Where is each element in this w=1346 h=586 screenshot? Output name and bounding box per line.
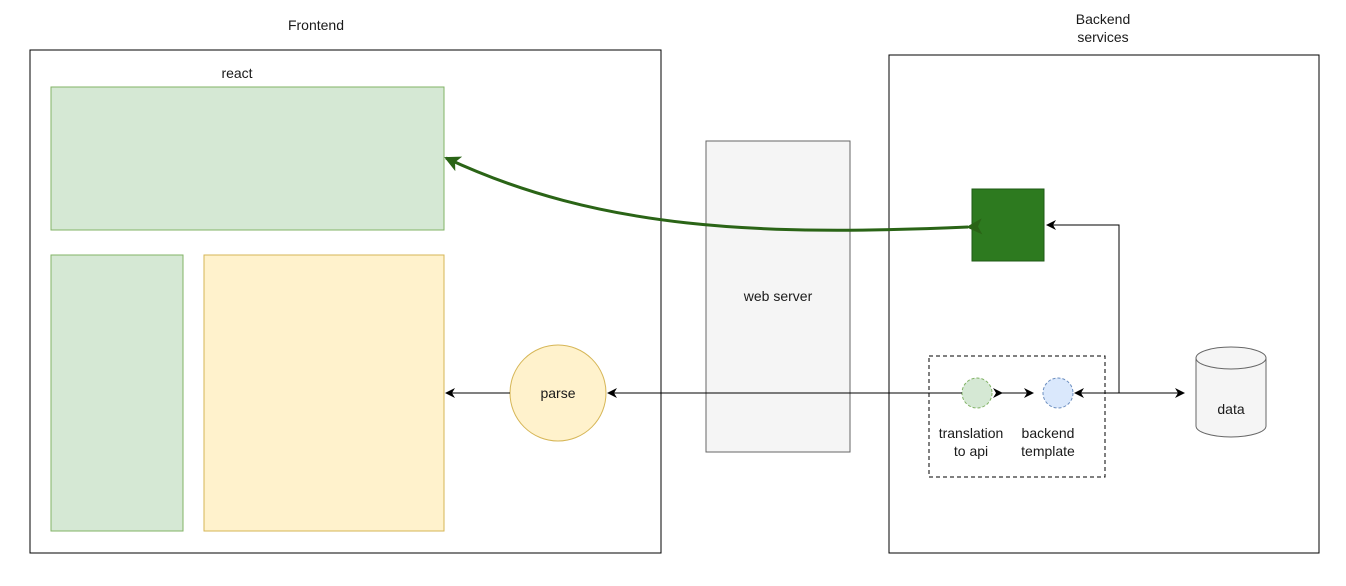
backend-title-line1: Backend [1076,11,1130,27]
data-label: data [1217,401,1244,417]
backend-template-node [1042,377,1074,409]
translation-label-line1: translation [939,425,1004,441]
backend-container [888,54,1320,554]
backend-template-label-line1: backend [1022,425,1075,441]
parse-label: parse [540,385,575,401]
frontend-title: Frontend [288,17,344,33]
backend-title-line2: services [1077,29,1128,45]
react-label: react [221,65,252,81]
backend-green-node [971,188,1045,262]
data-to-green-node-arrow [1046,220,1120,393]
react-content-panel [203,254,445,532]
api-group-box [928,355,1106,478]
data-cylinder [1195,346,1267,438]
react-left-panel [50,254,184,532]
react-green-sync-arrow [444,156,983,235]
translation-label-line2: to api [954,443,988,459]
backend-template-label-line2: template [1021,443,1075,459]
react-top-panel [50,86,445,231]
translation-node [961,377,993,409]
web-server-label: web server [743,288,813,304]
